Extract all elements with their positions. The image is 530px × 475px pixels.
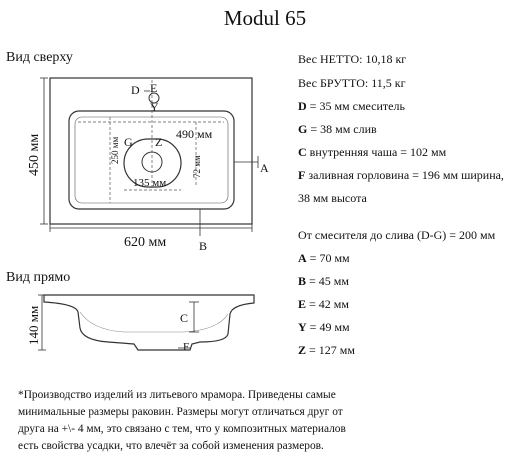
front-view-label: Вид прямо xyxy=(6,270,71,285)
spec-f-text: заливная горловина = 196 мм ширина, xyxy=(305,168,504,182)
dim-depth-label: 450 мм xyxy=(27,134,42,176)
mixer-hole xyxy=(148,92,160,104)
spec-d: D = 35 мм смеситель xyxy=(298,99,405,114)
spec-a-text: = 70 мм xyxy=(306,251,350,265)
spec-b: B = 45 мм xyxy=(298,274,349,289)
dim-width-label: 620 мм xyxy=(124,235,166,250)
spec-z-text: = 127 мм xyxy=(306,343,355,357)
spec-c: C внутренняя чаша = 102 мм xyxy=(298,145,446,160)
spec-y: Y = 49 мм xyxy=(298,320,350,335)
overflow-slot xyxy=(123,138,182,188)
front-view-drawing: 140 мм C F xyxy=(26,294,255,353)
spec-a: A = 70 мм xyxy=(298,251,350,266)
bowl-outline xyxy=(68,110,235,210)
spec-z-key: Z xyxy=(298,343,307,357)
page-title: Modul 65 xyxy=(223,6,307,30)
spec-g-text: = 38 мм слив xyxy=(307,122,377,136)
footnote: *Производство изделий из литьевого мрамо… xyxy=(18,389,346,452)
marker-d-label: D xyxy=(131,83,140,97)
spec-g: G = 38 мм слив xyxy=(298,122,377,137)
spec-d-text: = 35 мм смеситель xyxy=(306,99,405,113)
dim-bowl-depth-label: 250 мм xyxy=(110,137,120,164)
marker-f-label: F xyxy=(183,341,189,353)
spec-f: F заливная горловина = 196 мм ширина, xyxy=(298,168,504,183)
spec-f-line2: 38 мм высота xyxy=(298,191,367,205)
sink-outline xyxy=(49,77,253,225)
marker-b-label: B xyxy=(199,239,207,253)
spec-e-key: E xyxy=(298,297,307,311)
marker-g-label: G xyxy=(124,135,133,149)
spec-z: Z = 127 мм xyxy=(298,343,355,358)
marker-a-label: A xyxy=(260,161,269,175)
spec-g-key: G xyxy=(298,122,308,136)
spec-gross-weight: Вес БРУТТО: 11,5 кг xyxy=(298,76,406,90)
spec-b-text: = 45 мм xyxy=(306,274,349,288)
dim-height-label: 140 мм xyxy=(26,306,41,345)
spec-y-text: = 49 мм xyxy=(306,320,350,334)
marker-e-label: E xyxy=(150,81,157,95)
spec-e-text: = 42 мм xyxy=(306,297,349,311)
marker-z-label: Z xyxy=(155,135,162,149)
front-bowl-inner xyxy=(79,311,229,333)
top-view-drawing: 620 мм 450 мм 490 мм 250 мм 72 мм 135 мм… xyxy=(27,77,269,253)
marker-c-label: C xyxy=(180,311,188,325)
dim-bowl-width-label: 490 мм xyxy=(176,127,213,141)
spec-mixer-to-drain: От смесителя до слива (D-G) = 200 мм xyxy=(298,228,496,242)
spec-a-key: A xyxy=(298,251,307,265)
spec-f-key: F xyxy=(298,168,306,182)
spec-c-text: внутренняя чаша = 102 мм xyxy=(306,145,447,159)
spec-e: E = 42 мм xyxy=(298,297,349,312)
front-profile xyxy=(43,294,255,351)
spec-c-key: C xyxy=(298,145,307,159)
bowl-inner-outline xyxy=(74,116,229,204)
dim-drain-offset-label: 72 мм xyxy=(192,155,202,178)
spec-d-key: D xyxy=(298,99,307,113)
spec-net-weight: Вес НЕТТО: 10,18 кг xyxy=(298,52,407,66)
spec-y-key: Y xyxy=(298,320,307,334)
dim-overflow-width-label: 135 мм xyxy=(133,177,166,189)
top-view-label: Вид сверху xyxy=(6,50,73,65)
spec-b-key: B xyxy=(298,274,307,288)
marker-y-label: Y xyxy=(150,100,159,114)
